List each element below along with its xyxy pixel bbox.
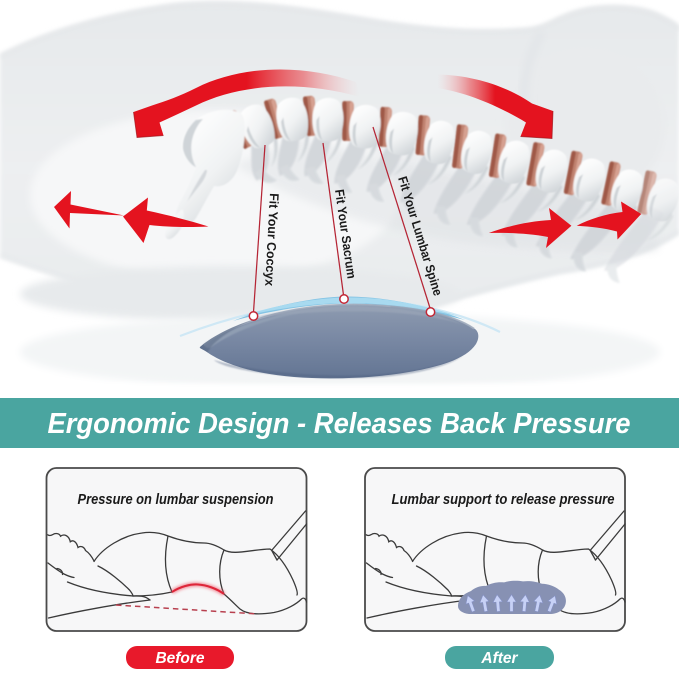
- svg-text:After: After: [480, 650, 518, 667]
- svg-text:Pressure on lumbar suspension: Pressure on lumbar suspension: [78, 491, 274, 508]
- svg-text:Ergonomic Design - Releases Ba: Ergonomic Design - Releases Back Pressur…: [48, 408, 631, 440]
- svg-text:Before: Before: [155, 650, 204, 667]
- svg-text:Lumbar support to release pres: Lumbar support to release pressure: [392, 491, 615, 508]
- svg-text:Fit Your Coccyx: Fit Your Coccyx: [262, 193, 282, 287]
